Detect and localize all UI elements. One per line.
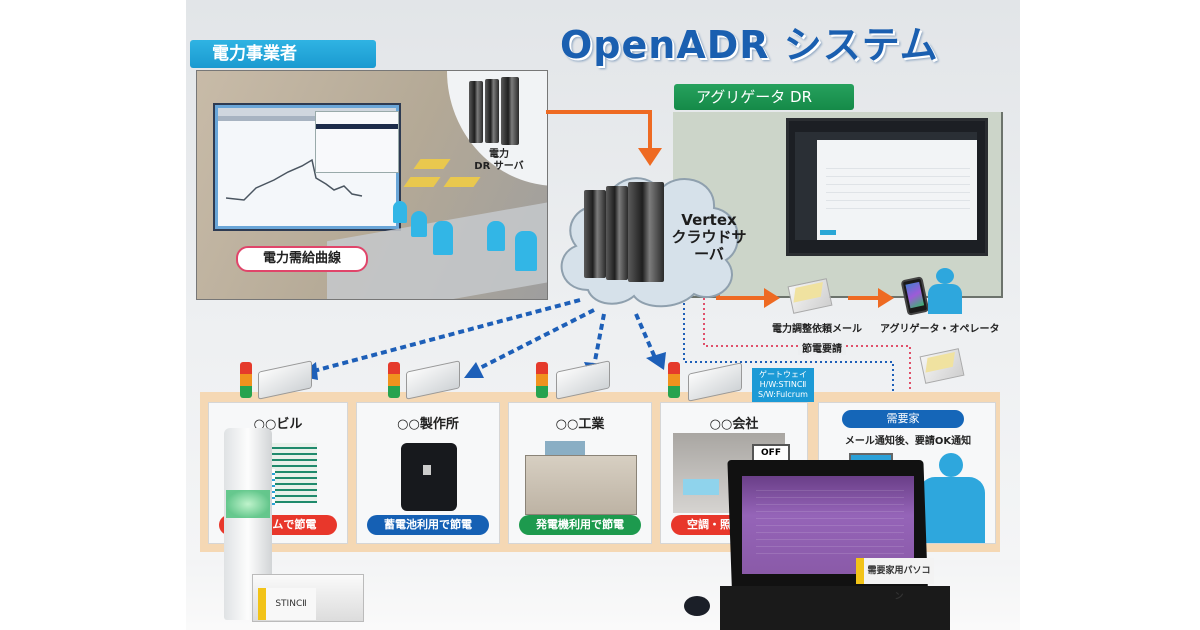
cloud-to-company-arrowhead: [646, 352, 666, 370]
site-name: ○○製作所: [397, 417, 459, 432]
gateway-callout: ゲートウェイ H/W:STINCⅡ S/W:Fulcrum: [752, 368, 814, 402]
vertex-dashboard-sidebar: [795, 132, 817, 240]
generator-icon: [525, 455, 637, 515]
gateway-callout-hw: H/W:STINCⅡ: [759, 380, 807, 389]
battery-display: [423, 465, 431, 475]
cloud-server-icon: [628, 182, 664, 282]
operator-figure: [433, 221, 453, 255]
consumer-ok-reply-line: [683, 274, 894, 406]
signal-tower-green-light: [226, 490, 270, 518]
stinc-label: STINCⅡ: [258, 588, 316, 620]
utility-control-room: 電力 DR サーバ: [196, 70, 548, 300]
consumer-note: メール通知後、要請OK通知: [844, 436, 972, 447]
consumer-pc-label: 需要家用パソコン: [856, 558, 934, 602]
site-method-pill: 蓄電池利用で節電: [367, 515, 489, 535]
cloud-to-building-arrow: [309, 298, 581, 374]
signal-tower-icon: [388, 362, 400, 398]
site-name: ○○会社: [709, 417, 759, 432]
building-icon: [269, 443, 317, 503]
curve-label: 電力需給曲線: [236, 246, 368, 272]
signal-tower-icon: [668, 362, 680, 398]
signal-tower-icon: [536, 362, 548, 398]
power-save-request-label: 節電要請: [798, 340, 846, 355]
dr-server-label: 電力 DR サーバ: [459, 149, 539, 173]
browser-bar: [218, 108, 396, 116]
dr-server-label-line2: DR サーバ: [474, 161, 524, 172]
gateway-callout-sw: S/W:Fulcrum: [758, 390, 808, 399]
utility-tag: 電力事業者: [190, 40, 376, 68]
consumer-tag: 需要家: [842, 410, 964, 428]
operator-figure: [411, 211, 427, 237]
dr-server-icon: [501, 77, 519, 145]
office-window: [683, 479, 719, 495]
popup-navbar: [316, 124, 398, 129]
utility-to-cloud-arrow: [546, 110, 652, 150]
operator-figure: [515, 231, 537, 271]
operator-figure: [487, 221, 505, 251]
cloud-server-label-line1: Vertex: [681, 211, 737, 229]
aggregator-tag: アグリゲータ DR: [674, 84, 854, 110]
report-header: [218, 116, 396, 121]
utility-to-cloud-arrowhead: [638, 148, 662, 166]
event-popup: [315, 111, 399, 173]
operator-body-icon: [928, 284, 962, 314]
dr-server-icon: [485, 79, 499, 143]
cloud-server-icon: [584, 190, 606, 278]
dr-server-label-line1: 電力: [489, 149, 509, 160]
gateway-callout-title: ゲートウェイ: [759, 370, 807, 379]
cloud-to-plant-arrow: [592, 313, 606, 367]
site-method-pill: 発電機利用で節電: [519, 515, 641, 535]
vertex-button: [820, 230, 836, 235]
laptop-screen-table: [756, 490, 904, 560]
operator-head-icon: [936, 268, 954, 284]
site-name: ○○工業: [555, 417, 605, 432]
cloud-server-label-line2: クラウドサーバ: [671, 228, 747, 263]
laptop-keyboard: [720, 586, 950, 630]
generator-exhaust: [545, 441, 585, 455]
demand-curve-line: [226, 158, 363, 201]
consumer-head-icon: [939, 453, 963, 477]
cloud-to-mail-arrowhead: [764, 288, 780, 308]
mouse: [684, 596, 710, 616]
consumer-body-icon: [919, 477, 985, 543]
signal-tower-icon: [240, 362, 252, 398]
mail-to-operator-arrowhead: [878, 288, 894, 308]
operator-figure: [393, 201, 407, 223]
dr-server-icon: [469, 81, 483, 143]
mail-caption: 電力調整依頼メール: [772, 324, 862, 335]
site-method-pill: 空調・照: [671, 515, 747, 535]
battery-icon: [401, 443, 457, 511]
cloud-server-label: Vertex クラウドサーバ: [664, 212, 754, 263]
laptop-screen: [742, 476, 914, 574]
site-card-factory: ○○製作所 蓄電池利用で節電: [356, 402, 500, 544]
operator-caption: アグリゲータ・オペレータ: [880, 324, 1000, 335]
cloud-to-company-arrow: [634, 313, 658, 361]
demand-curve-graph: [226, 158, 363, 201]
vertex-table: [826, 168, 970, 214]
cloud-to-factory-arrowhead: [464, 362, 484, 378]
page-title: OpenADR システム: [560, 23, 939, 67]
cloud-to-factory-arrow: [475, 308, 595, 372]
site-card-plant: ○○工業 発電機利用で節電: [508, 402, 652, 544]
cloud-server-icon: [606, 186, 628, 280]
vertex-dashboard-topbar: [795, 132, 977, 140]
